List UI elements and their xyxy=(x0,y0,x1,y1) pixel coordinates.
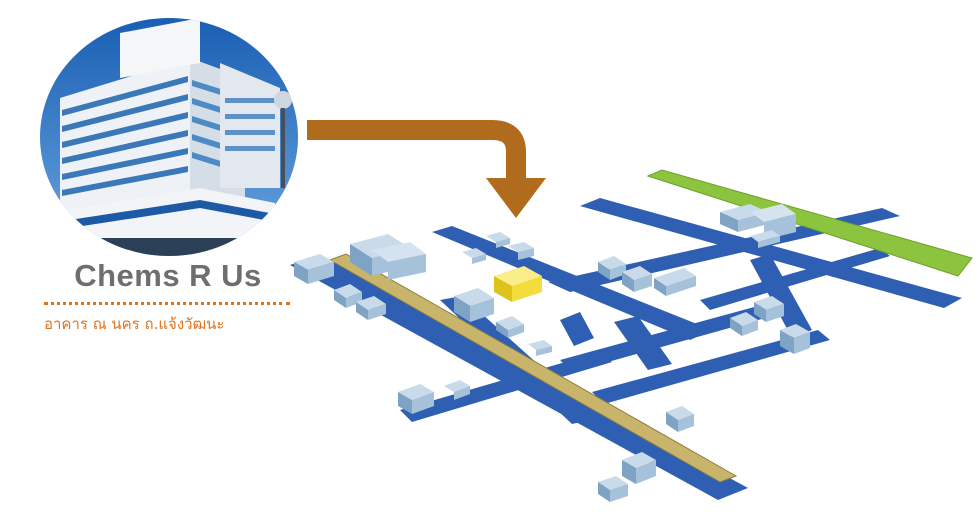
target-building-marker xyxy=(494,266,542,302)
building xyxy=(372,242,426,280)
building xyxy=(780,324,810,354)
building xyxy=(598,256,626,280)
road-cross-7 xyxy=(560,312,594,346)
company-address: อาคาร ณ นคร ถ.แจ้งวัฒนะ xyxy=(44,315,225,333)
building xyxy=(334,284,362,308)
road-northeast xyxy=(580,198,962,308)
rail-line-yellow xyxy=(328,253,738,483)
location-arrow-icon xyxy=(307,120,546,218)
building xyxy=(356,296,386,320)
buildings xyxy=(294,204,810,502)
road-south-west xyxy=(400,352,612,422)
building xyxy=(444,380,470,400)
building xyxy=(654,268,696,296)
road-cross-4 xyxy=(592,330,830,404)
building xyxy=(496,316,524,338)
building xyxy=(294,254,334,284)
company-name: Chems R Us xyxy=(74,258,262,293)
building xyxy=(528,340,552,356)
building xyxy=(622,266,652,292)
building xyxy=(462,248,486,264)
rail-line-green xyxy=(646,169,973,277)
building xyxy=(622,452,656,484)
building xyxy=(730,312,758,336)
building xyxy=(486,232,510,248)
building xyxy=(398,384,434,414)
building xyxy=(454,288,494,322)
dotted-divider xyxy=(44,302,290,305)
building xyxy=(750,230,780,248)
building xyxy=(508,242,534,260)
road-cross-5 xyxy=(750,254,812,338)
road-cross-6 xyxy=(700,248,890,310)
building xyxy=(754,296,784,322)
building xyxy=(666,406,694,432)
building xyxy=(598,476,628,502)
